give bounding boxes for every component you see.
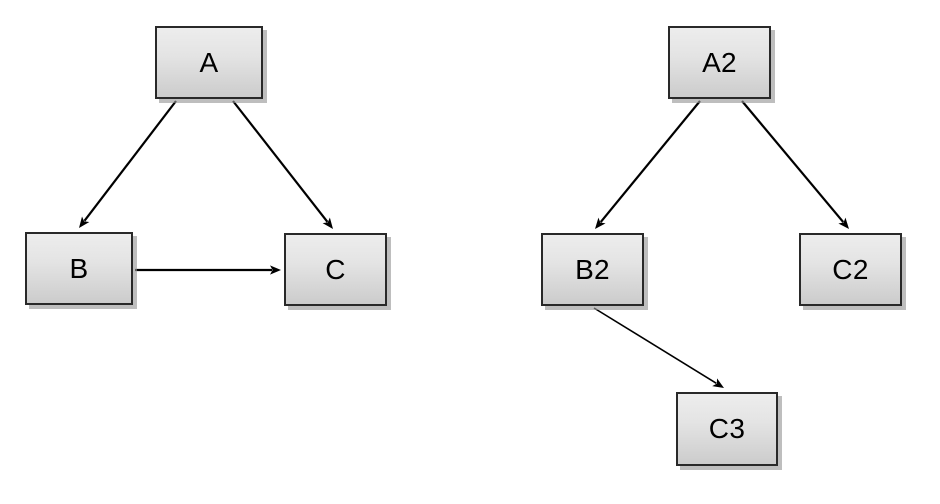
node-label-b2: B2 [575, 253, 610, 285]
edge-a-b-line [83, 100, 177, 222]
node-label-b: B [69, 252, 89, 284]
edge-b-c-arrowhead-icon [270, 265, 281, 275]
node-c[interactable]: C [284, 233, 387, 306]
node-b[interactable]: B [25, 232, 133, 305]
edge-a-b-arrowhead-icon [79, 216, 90, 228]
edge-a2-c2[interactable] [741, 100, 849, 229]
node-b2[interactable]: B2 [541, 233, 644, 306]
node-a[interactable]: A [155, 26, 263, 99]
edge-b2-c3-arrowhead-icon [712, 378, 724, 388]
node-c2[interactable]: C2 [799, 233, 902, 306]
node-a2[interactable]: A2 [668, 26, 771, 99]
edge-a-c[interactable] [232, 100, 333, 229]
edge-a2-c2-arrowhead-icon [838, 217, 849, 229]
node-label-a: A [199, 46, 219, 78]
node-label-c2: C2 [832, 253, 869, 285]
edge-a2-b2-arrowhead-icon [595, 217, 606, 229]
edge-a-c-arrowhead-icon [322, 217, 333, 229]
edge-b2-c3[interactable] [593, 307, 724, 388]
node-c3[interactable]: C3 [676, 392, 778, 466]
edge-a-c-line [232, 100, 329, 223]
edge-b2-c3-line [593, 307, 717, 384]
node-label-a2: A2 [702, 46, 737, 78]
edge-b-c[interactable] [135, 265, 281, 275]
edge-a-b[interactable] [79, 100, 177, 228]
edge-a2-b2-line [599, 100, 701, 223]
edge-a2-c2-line [741, 100, 845, 223]
edge-a2-b2[interactable] [595, 100, 701, 229]
node-label-c3: C3 [708, 413, 746, 444]
node-label-c: C [325, 253, 346, 285]
